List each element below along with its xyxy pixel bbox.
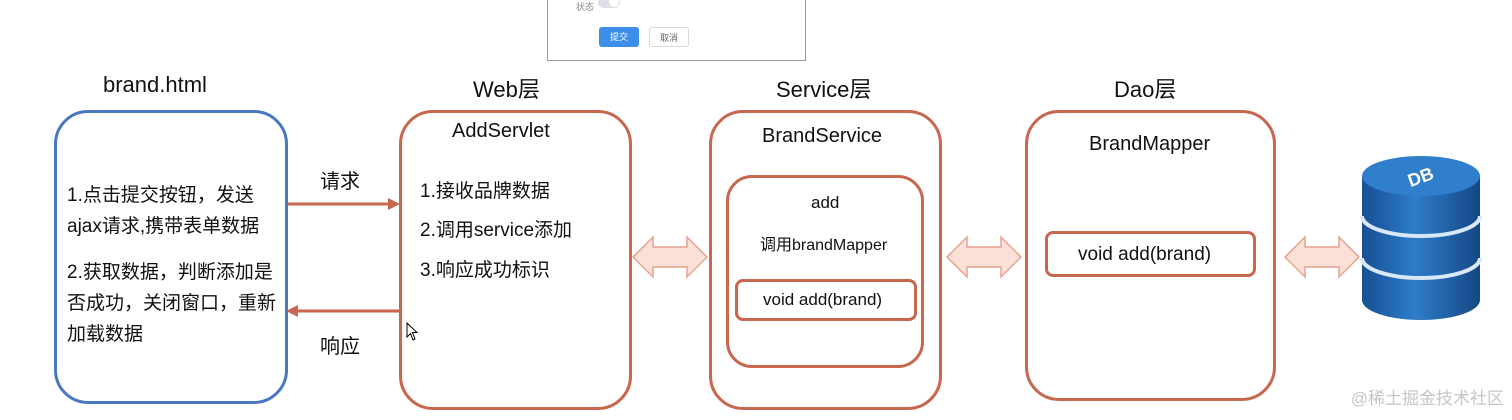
dao-class-name: BrandMapper <box>1089 133 1211 155</box>
web-servlet-name: AddServlet <box>452 120 550 142</box>
service-class-name: BrandService <box>762 125 883 147</box>
web-step-1: 1.接收品牌数据 <box>420 181 550 202</box>
service-method-name: add <box>811 193 840 212</box>
submit-button[interactable]: 提交 <box>599 27 639 47</box>
service-method-box <box>726 175 924 368</box>
status-toggle-label: 状态 <box>576 2 595 12</box>
web-layer-title: Web层 <box>473 77 540 102</box>
service-signature-box <box>735 279 917 321</box>
service-signature: void add(brand) <box>763 290 883 309</box>
web-step-3: 3.响应成功标识 <box>420 260 550 281</box>
client-box <box>54 110 288 404</box>
web-box <box>399 110 632 410</box>
request-label: 请求 <box>320 171 360 193</box>
watermark: @稀土掘金技术社区 <box>1350 389 1504 408</box>
web-service-double-arrow <box>631 235 709 279</box>
client-layer-title: brand.html <box>103 72 207 97</box>
client-step-2: 2.获取数据，判断添加是否成功，关闭窗口，重新加载数据 <box>67 262 277 345</box>
mouse-cursor-icon <box>406 322 419 341</box>
web-step-2: 2.调用service添加 <box>420 220 573 241</box>
service-layer-title: Service层 <box>776 77 872 102</box>
response-arrow <box>286 305 400 317</box>
database-icon: DB <box>1360 156 1482 320</box>
dao-layer-title: Dao层 <box>1114 77 1177 102</box>
response-label: 响应 <box>320 336 360 358</box>
status-toggle[interactable] <box>598 0 620 8</box>
dao-signature-box <box>1045 231 1256 277</box>
cancel-button[interactable]: 取消 <box>649 27 689 47</box>
service-dao-double-arrow <box>945 235 1023 279</box>
request-arrow <box>288 198 400 210</box>
client-step-1: 1.点击提交按钮，发送ajax请求,携带表单数据 <box>67 185 260 237</box>
dao-db-double-arrow <box>1283 235 1361 279</box>
service-call-text: 调用brandMapper <box>760 237 888 254</box>
dao-signature: void add(brand) <box>1078 244 1212 265</box>
